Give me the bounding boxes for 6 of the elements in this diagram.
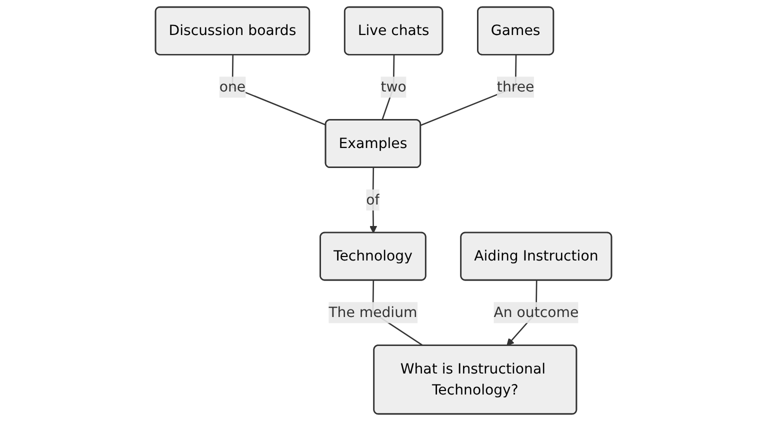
edge-label: one <box>219 78 246 96</box>
edge-label: of <box>366 191 380 208</box>
edge-label: three <box>496 78 534 96</box>
edge-label: An outcome <box>494 304 579 321</box>
edge-label: two <box>380 78 406 96</box>
edge-label: The medium <box>328 304 418 321</box>
